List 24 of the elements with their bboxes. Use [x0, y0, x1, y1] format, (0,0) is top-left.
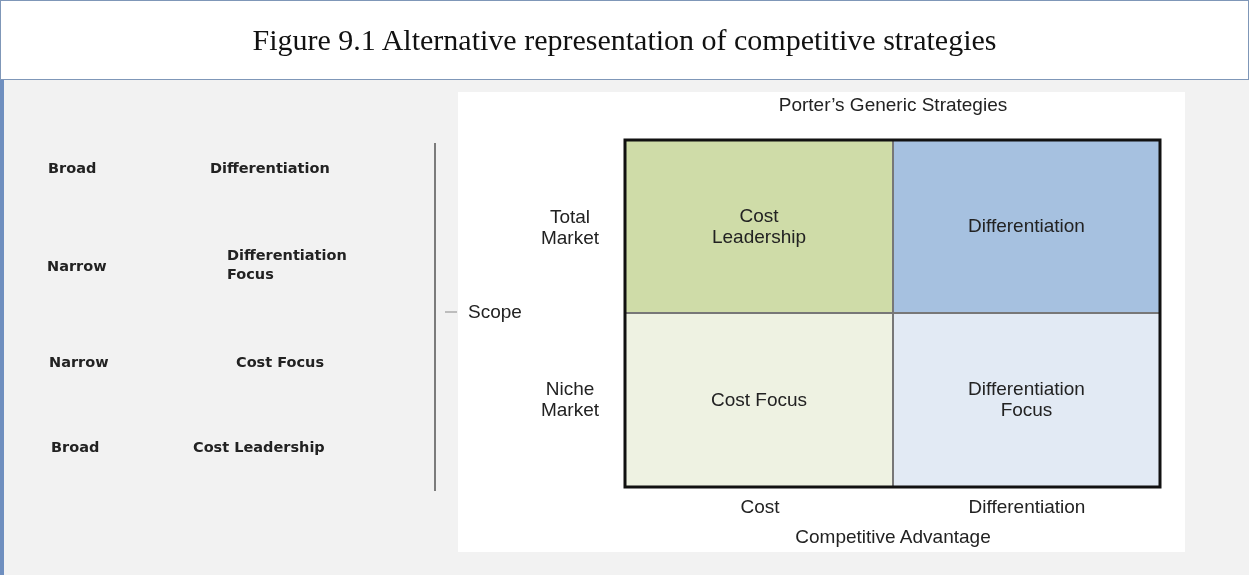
cell-label: Cost Focus	[709, 389, 809, 411]
column-label: Cost	[740, 496, 780, 518]
row-label: Niche Market	[539, 379, 601, 421]
scope-label: Broad	[48, 158, 97, 178]
scope-label: Broad	[51, 437, 100, 457]
strategy-label: Cost Leadership	[193, 437, 325, 457]
strategy-label: Differentiation Focus	[227, 246, 348, 284]
figure-title: Figure 9.1 Alternative representation of competitive strategies	[0, 0, 1249, 80]
scope-label: Narrow	[47, 256, 107, 276]
scope-label: Narrow	[49, 352, 109, 372]
quadrant-cell	[625, 313, 893, 487]
quadrant-cell	[625, 140, 893, 313]
chart-title: Porter’s Generic Strategies	[778, 94, 1008, 116]
row-label: Total Market	[539, 207, 601, 249]
quadrant-cell	[893, 313, 1160, 487]
strategy-label: Differentiation	[210, 158, 330, 178]
cell-label: Differentiation	[967, 216, 1086, 237]
axis-title: Scope	[468, 301, 522, 323]
strategy-label: Cost Focus	[236, 352, 325, 372]
column-label: Differentiation	[968, 496, 1086, 518]
cell-label: Cost Leadership	[711, 205, 807, 248]
axis-title: Competitive Advantage	[795, 526, 991, 548]
quadrant-cell	[893, 140, 1160, 313]
cell-label: Differentiation Focus	[967, 379, 1086, 421]
